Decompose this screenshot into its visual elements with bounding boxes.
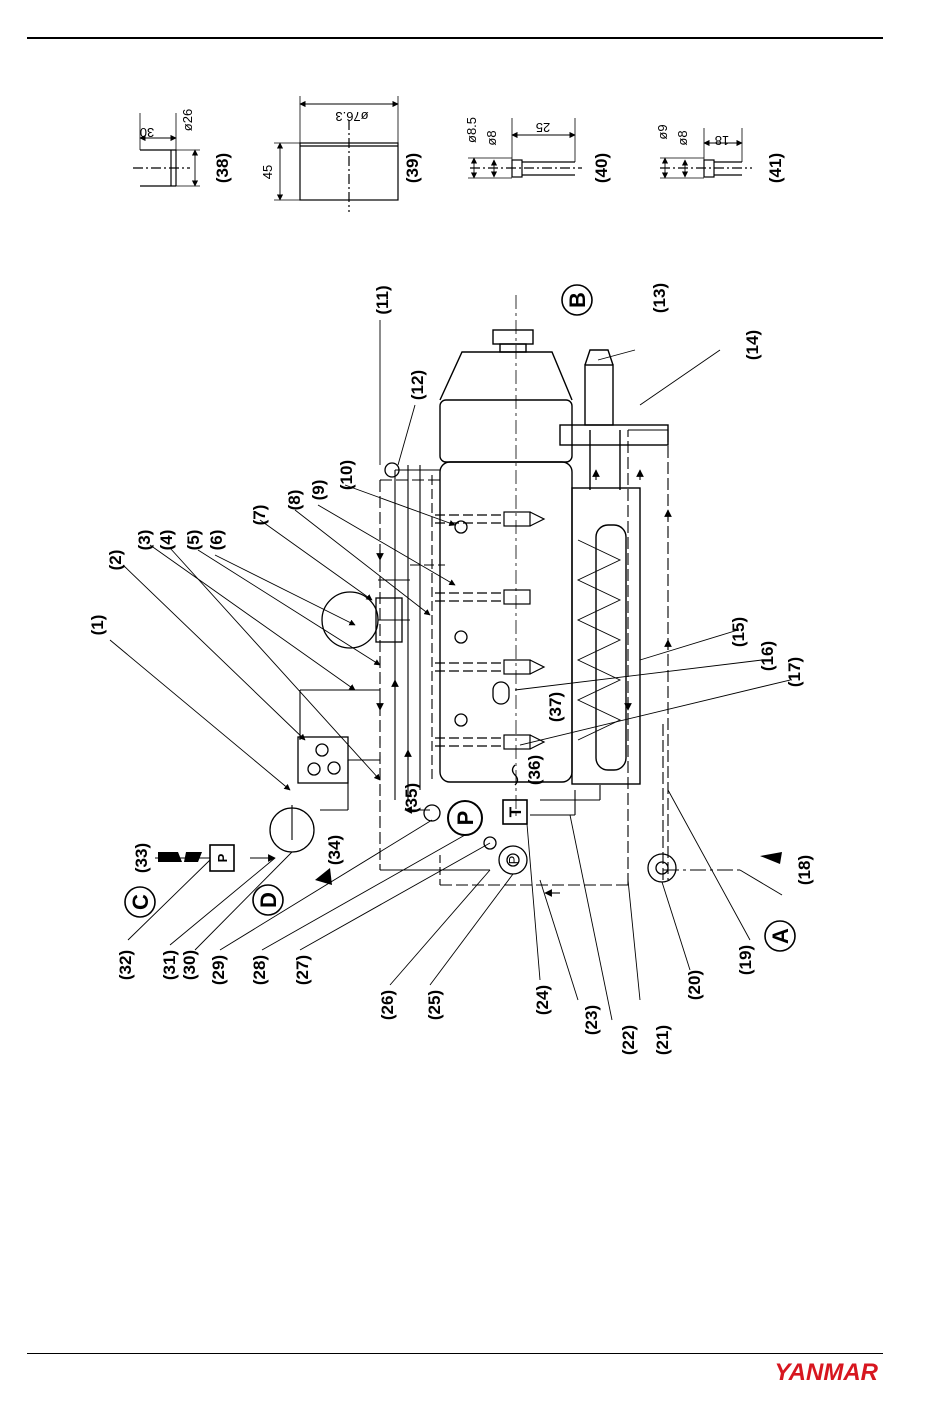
callout-17: (17): [785, 657, 804, 687]
injectors: [435, 512, 544, 749]
detail-40-length: 25: [536, 120, 550, 135]
callout-33: (33): [132, 843, 151, 873]
callout-12: (12): [408, 370, 427, 400]
detail-41-dia-inner: ø8: [675, 130, 690, 145]
detail-41: [660, 128, 752, 178]
callout-15: (15): [729, 617, 748, 647]
connection-D: D: [253, 885, 283, 915]
detail-41-label: (41): [766, 153, 785, 183]
callout-25: (25): [425, 990, 444, 1020]
detail-39-height: 45: [260, 165, 275, 179]
callout-11: (11): [373, 285, 392, 314]
callout-30: (30): [180, 950, 199, 980]
detail-40-dia-inner: ø8: [484, 130, 499, 145]
svg-text:C: C: [128, 894, 153, 910]
callout-34: (34): [325, 835, 344, 865]
callout-2: (2): [106, 550, 125, 571]
callout-16: (16): [758, 641, 777, 671]
callout-28: (28): [250, 955, 269, 985]
callout-20: (20): [685, 970, 704, 1000]
svg-text:YANMAR: YANMAR: [774, 1359, 878, 1386]
svg-text:A: A: [768, 928, 793, 944]
callout-labels: (1) (2) (3) (4) (5) (6) (7) (8) (9) (10)…: [88, 283, 814, 1055]
flow-wedges: [158, 852, 782, 885]
callout-32: (32): [116, 950, 135, 980]
callout-5: (5): [184, 530, 203, 551]
connection-B: B: [562, 285, 592, 315]
callout-26: (26): [378, 990, 397, 1020]
svg-text:P: P: [453, 811, 478, 826]
heat-exchanger: [560, 350, 668, 784]
detail-38-length: 30: [140, 125, 154, 140]
detail-41-length: 18: [715, 133, 729, 148]
thermostat-box: T: [503, 800, 527, 824]
callout-29: (29): [209, 955, 228, 985]
detail-39-diameter: ø76.3: [335, 109, 368, 124]
svg-text:P: P: [215, 853, 230, 862]
svg-text:T: T: [506, 806, 525, 817]
callout-1: (1): [88, 615, 107, 636]
callout-27: (27): [293, 955, 312, 985]
connection-C: C: [125, 887, 155, 917]
detail-40-label: (40): [592, 153, 611, 183]
callout-3: (3): [135, 530, 154, 551]
svg-text:B: B: [565, 292, 590, 308]
detail-41-dia-outer: ø9: [655, 124, 670, 139]
engine-block: [440, 295, 572, 820]
callout-10: (10): [337, 460, 356, 490]
callout-14: (14): [743, 330, 762, 360]
callout-37: (37): [546, 692, 565, 722]
detail-38-label: (38): [213, 153, 232, 183]
detail-38-diameter: ø26: [180, 109, 195, 131]
svg-text:D: D: [256, 892, 281, 908]
callout-18: (18): [795, 855, 814, 885]
callout-7: (7): [250, 505, 269, 526]
callout-21: (21): [653, 1025, 672, 1055]
callout-36: (36): [525, 755, 544, 785]
callout-35: (35): [402, 783, 421, 813]
fuel-pump-box: P: [210, 845, 234, 871]
pump-25-symbol: P: [506, 856, 521, 865]
detail-39-label: (39): [403, 153, 422, 183]
detail-40: [468, 118, 582, 178]
connection-A: A: [765, 921, 795, 951]
callout-9: (9): [309, 480, 328, 501]
callout-31: (31): [160, 950, 179, 980]
detail-40-dia-outer: ø8.5: [464, 117, 479, 143]
callout-4: (4): [157, 530, 176, 551]
pressure-sensor-large: P: [448, 801, 482, 835]
seawater-line: [663, 720, 740, 880]
callout-6: (6): [207, 530, 226, 551]
callout-22: (22): [619, 1025, 638, 1055]
callout-13: (13): [650, 283, 669, 313]
callout-8: (8): [285, 490, 304, 511]
leader-lines: [110, 320, 790, 1020]
callout-23: (23): [582, 1005, 601, 1035]
yanmar-logo: YANMAR: [730, 1358, 880, 1386]
callout-24: (24): [533, 985, 552, 1015]
callout-19: (19): [736, 945, 755, 975]
